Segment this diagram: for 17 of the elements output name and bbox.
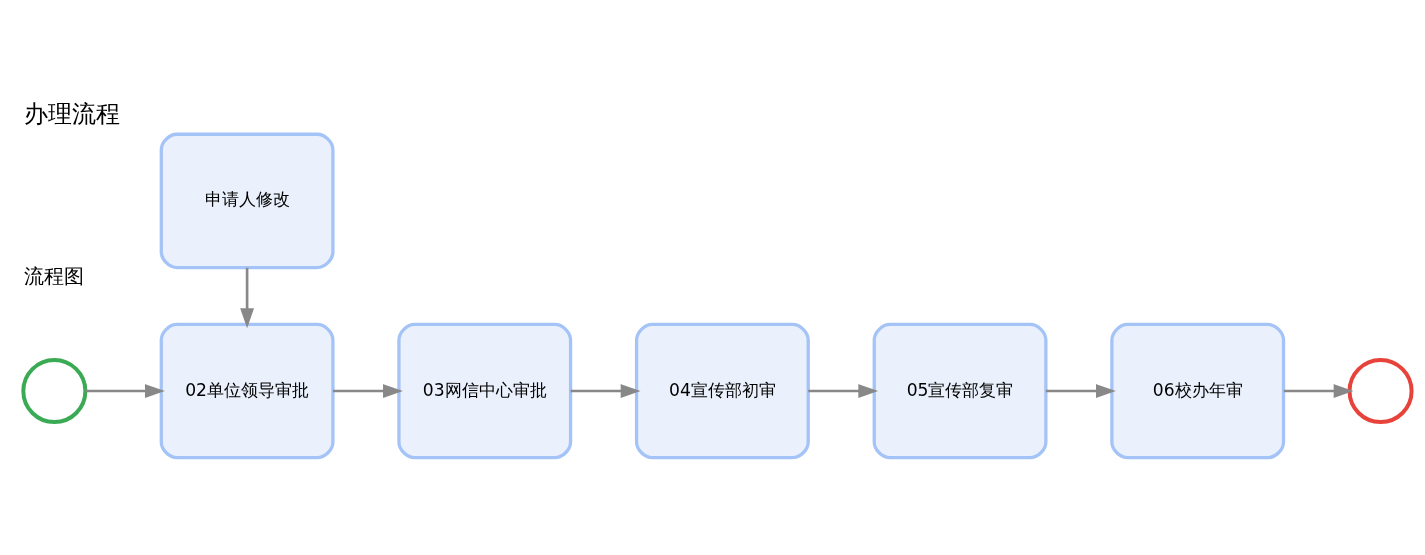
node-box: 申请人修改 (159, 132, 335, 270)
node-circle (1347, 358, 1414, 425)
label: 流程图 (24, 265, 85, 289)
node-box: 06校办年审 (1110, 322, 1286, 460)
arrow (1045, 384, 1116, 398)
arrow (1283, 384, 1354, 398)
arrow (85, 384, 165, 398)
node-box: 04宣传部初审 (634, 322, 810, 460)
node-box: 03网信中心审批 (397, 322, 573, 460)
arrow (240, 267, 255, 329)
node-box: 05宣传部复审 (872, 322, 1048, 460)
node-box: 02单位领导审批 (159, 322, 335, 460)
diagram-title: 办理流程 (24, 99, 121, 128)
arrow (570, 384, 641, 398)
node-circle (21, 358, 88, 425)
arrow (332, 384, 403, 398)
arrow (808, 384, 879, 398)
